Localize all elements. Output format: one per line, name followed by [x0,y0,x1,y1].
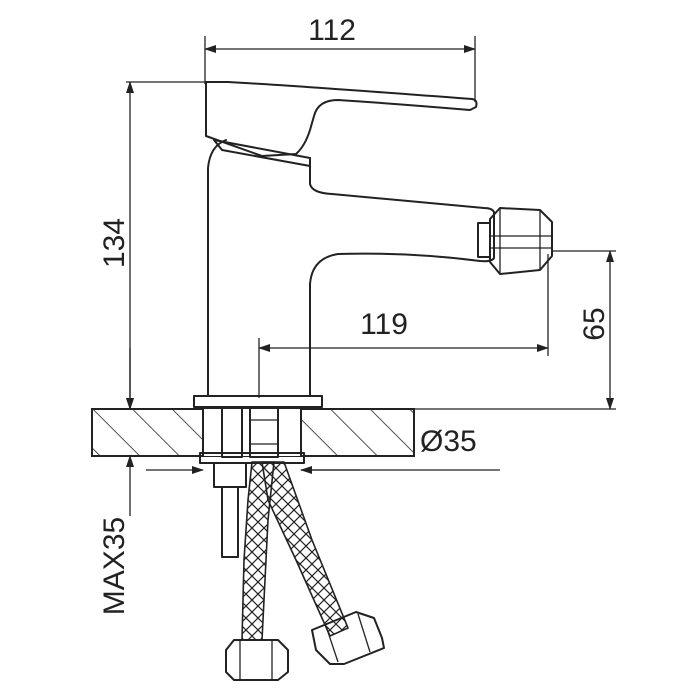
lever-handle [205,81,478,157]
dimension-134-label: 134 [98,218,131,268]
outlet-nozzle [477,207,553,275]
dimension-112: 112 [204,14,476,102]
dimension-diameter-label: Ø35 [420,425,477,458]
dimension-max35: MAX35 [98,348,200,615]
dimension-65: 65 [414,250,616,410]
flex-hoses [225,461,385,681]
dimension-112-label: 112 [308,14,356,47]
base-flange [193,395,323,408]
dimension-134: 134 [98,81,210,410]
faucet-body [193,81,553,408]
dimension-65-label: 65 [578,307,611,340]
countertop [91,408,415,457]
mounting-hardware [199,406,305,558]
dimension-diameter: Ø35 [146,425,500,474]
hose-nut-right [311,611,385,665]
dimension-max35-label: MAX35 [98,517,131,615]
dimension-119: 119 [258,254,549,398]
dimension-119-label: 119 [360,308,408,341]
hose-nut-left [225,639,289,681]
body-outline [207,139,495,397]
